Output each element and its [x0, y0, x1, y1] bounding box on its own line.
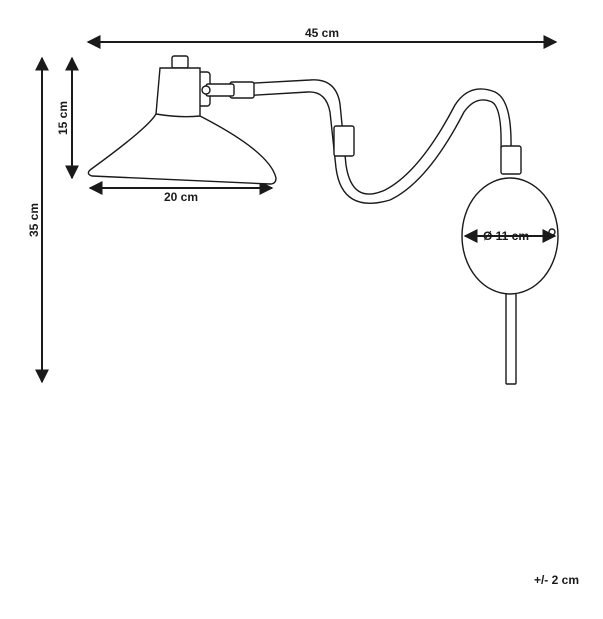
- lower-rod: [505, 287, 517, 385]
- lamp-shade: [87, 67, 277, 185]
- arm-sleeve-middle: [333, 125, 355, 157]
- tolerance-note: +/- 2 cm: [533, 573, 579, 587]
- base-diameter-dimension: Ø 11 cm: [463, 229, 557, 243]
- arm-inner: [239, 91, 502, 204]
- hinge-screw: [201, 85, 211, 95]
- shade-height-dimension: 15 cm: [56, 56, 79, 180]
- height-total-label: 35 cm: [27, 203, 41, 237]
- height-dimension: 35 cm: [27, 56, 49, 384]
- width-dimension: 45 cm: [86, 26, 558, 49]
- shade-rim: [155, 113, 201, 118]
- shade-width-dimension: 20 cm: [88, 181, 274, 204]
- lamp-illustration: [87, 55, 559, 385]
- base-screw: [548, 228, 556, 236]
- arm-outer: [235, 79, 512, 195]
- base-diameter-label: Ø 11 cm: [483, 229, 529, 243]
- shade-height-label: 15 cm: [56, 101, 70, 135]
- width-total-label: 45 cm: [305, 26, 339, 40]
- shade-cap: [171, 55, 189, 69]
- arm-sleeve-upper: [500, 145, 522, 175]
- shade-width-label: 20 cm: [164, 190, 198, 204]
